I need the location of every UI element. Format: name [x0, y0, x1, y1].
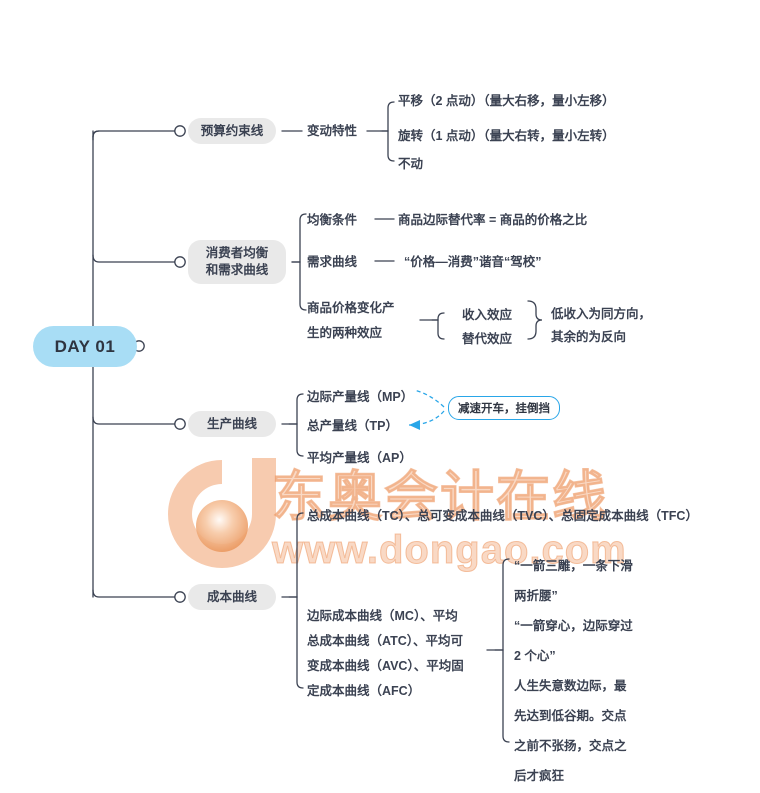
branch-dot-4 [174, 591, 186, 603]
branch-node-cost-curve[interactable]: 成本曲线 [188, 584, 276, 610]
branch-dot-2 [174, 256, 186, 268]
item-cost-mnemonic-note: “一箭三雕，一条下滑 两折腰” “一箭穿心，边际穿过 2 个心” 人生失意数边际… [514, 559, 633, 783]
item-no-move: 不动 [398, 157, 424, 171]
item-rotation: 旋转（1 点动）（量大右转，量小左转） [398, 129, 615, 143]
branch-node-production-curve[interactable]: 生产曲线 [188, 411, 276, 437]
item-marginal-product: 边际产量线（MP） [307, 390, 414, 404]
item-demand-curve-detail: “价格—消费”谐音“驾校” [404, 255, 542, 269]
root-node[interactable]: DAY 01 [33, 326, 137, 367]
item-total-cost-curves: 总成本曲线（TC）、总可变成本曲线（TVC）、总固定成本曲线（TFC） [307, 509, 698, 523]
item-average-product: 平均产量线（AP） [307, 451, 412, 465]
item-two-effects: 商品价格变化产 生的两种效应 [307, 301, 395, 340]
item-substitution-effect: 替代效应 [462, 332, 513, 346]
item-total-product: 总产量线（TP） [307, 419, 398, 433]
dongao-logo-watermark [160, 452, 285, 574]
callout-arrows [408, 389, 445, 426]
item-variation-property: 变动特性 [307, 124, 358, 138]
item-equilibrium-condition-detail: 商品边际替代率 = 商品的价格之比 [398, 213, 588, 227]
branch-node-budget-line[interactable]: 预算约束线 [188, 118, 276, 144]
item-equilibrium-condition: 均衡条件 [307, 213, 358, 227]
branch-dot-3 [174, 418, 186, 430]
callout-label: 减速开车，挂倒挡 [458, 403, 550, 415]
branch-dot-1 [174, 125, 186, 137]
item-parallel-shift: 平移（2 点动）（量大右移，量小左移） [398, 94, 615, 108]
callout-production-mnemonic[interactable]: 减速开车，挂倒挡 [448, 396, 560, 420]
item-income-effect: 收入效应 [462, 308, 513, 322]
item-average-cost-curves: 边际成本曲线（MC）、平均 总成本曲线（ATC）、平均可 变成本曲线（AVC）、… [307, 609, 464, 698]
effects-brace [527, 300, 543, 340]
branch-node-consumer-equilibrium[interactable]: 消费者均衡 和需求曲线 [188, 240, 286, 284]
item-demand-curve: 需求曲线 [307, 255, 358, 269]
callout-arrowhead [409, 420, 420, 430]
watermark-url: www.dongao.com [272, 528, 627, 572]
item-effects-note: 低收入为同方向， 其余的为反向 [551, 307, 652, 344]
branch-node-label: 消费者均衡 和需求曲线 [205, 246, 269, 277]
